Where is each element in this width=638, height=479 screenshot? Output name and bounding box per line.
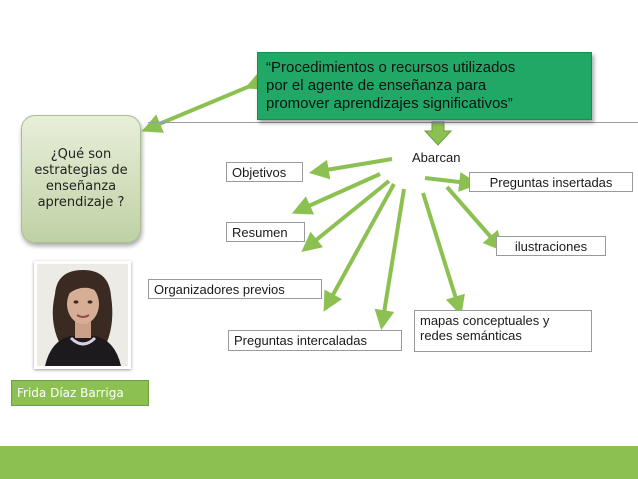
author-caption: Frida Díaz Barriga <box>11 380 149 406</box>
footer-band <box>0 446 638 479</box>
arrow-to-mapas <box>421 192 465 316</box>
question-line-2: estrategias de <box>34 163 128 178</box>
mapas-line-2: redes semánticas <box>420 328 522 343</box>
node-ilustraciones: ilustraciones <box>496 236 606 256</box>
portrait-photo <box>34 261 131 369</box>
node-objetivos: Objetivos <box>226 162 303 182</box>
arrow-to-ilustraciones <box>445 185 504 252</box>
definition-line-1: “Procedimientos o recursos utilizados <box>266 59 516 76</box>
mapas-line-1: mapas conceptuales y <box>420 313 550 328</box>
arrow-to-resumen <box>301 179 391 253</box>
node-preguntas-insertadas: Preguntas insertadas <box>469 172 633 192</box>
arrow-to-insertadas <box>424 172 480 192</box>
connector-label: Abarcan <box>412 150 461 165</box>
question-box: ¿Qué son estrategias de enseñanza aprend… <box>21 115 141 243</box>
question-line-3: enseñanza <box>45 179 117 194</box>
node-organizadores-previos: Organizadores previos <box>148 279 322 299</box>
down-block-arrow <box>423 121 453 146</box>
question-line-4: aprendizaje ? <box>37 195 125 210</box>
arrow-to-objetivos <box>308 157 393 180</box>
node-mapas-conceptuales: mapas conceptuales y redes semánticas <box>414 310 592 352</box>
arrow-to-flecha-suelta <box>291 172 381 215</box>
portrait-illustration <box>37 264 128 366</box>
definition-line-3: promover aprendizajes significativos” <box>266 95 513 112</box>
question-line-1: ¿Qué son <box>50 147 112 162</box>
node-resumen: Resumen <box>226 222 305 242</box>
node-preguntas-intercaladas: Preguntas intercaladas <box>228 330 402 351</box>
definition-box: “Procedimientos o recursos utilizados po… <box>257 52 592 120</box>
arrow-to-intercaladas <box>374 188 406 331</box>
definition-line-2: por el agente de enseñanza para <box>266 77 487 94</box>
arrow-to-organizadores <box>323 183 396 312</box>
divider-line <box>148 122 638 123</box>
double-arrow <box>141 71 267 133</box>
